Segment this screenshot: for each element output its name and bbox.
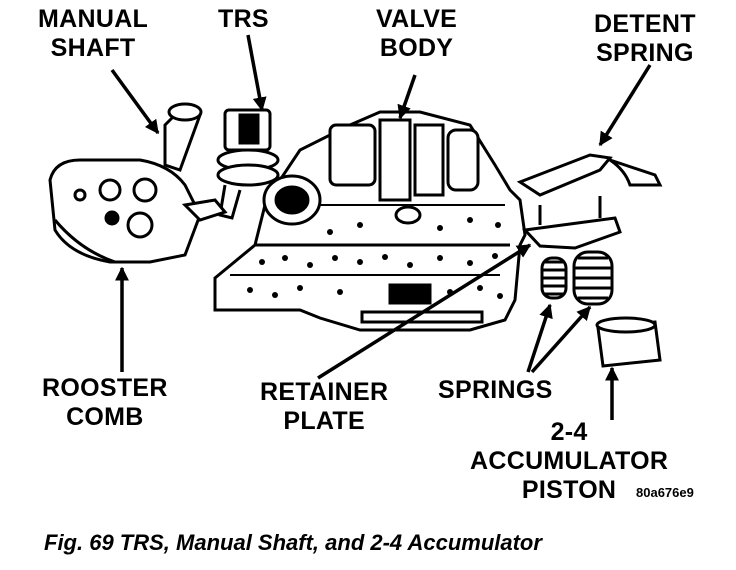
arrow-trs — [246, 34, 267, 112]
label-rooster-comb: ROOSTER COMB — [42, 374, 168, 431]
accumulator-piston-drawing — [595, 316, 662, 368]
arrow-springs-2 — [530, 305, 592, 374]
label-detent-spring: DETENT SPRING — [594, 10, 696, 67]
label-springs: SPRINGS — [438, 376, 553, 404]
detent-spring-drawing — [516, 153, 663, 197]
label-retainer-plate: RETAINER PLATE — [260, 378, 389, 435]
label-trs: TRS — [218, 5, 269, 33]
rooster-comb-drawing — [48, 102, 228, 264]
figure-code: 80a676e9 — [636, 485, 694, 500]
retainer-plate-drawing — [521, 196, 622, 250]
label-valve-body: VALVE BODY — [376, 5, 458, 62]
label-accumulator-piston: 2-4 ACCUMULATOR PISTON — [470, 418, 669, 504]
arrow-detent-spring — [598, 64, 652, 147]
label-manual-shaft: MANUAL SHAFT — [38, 5, 149, 62]
arrow-springs-1 — [526, 303, 553, 373]
leader-arrows — [110, 34, 652, 420]
springs-drawing — [540, 250, 614, 306]
arrow-retainer-plate — [317, 243, 532, 380]
figure-caption: Fig. 69 TRS, Manual Shaft, and 2-4 Accum… — [44, 530, 542, 555]
valve-body-drawing — [213, 110, 527, 332]
arrow-valve-body — [397, 74, 417, 120]
arrow-manual-shaft — [110, 68, 160, 135]
